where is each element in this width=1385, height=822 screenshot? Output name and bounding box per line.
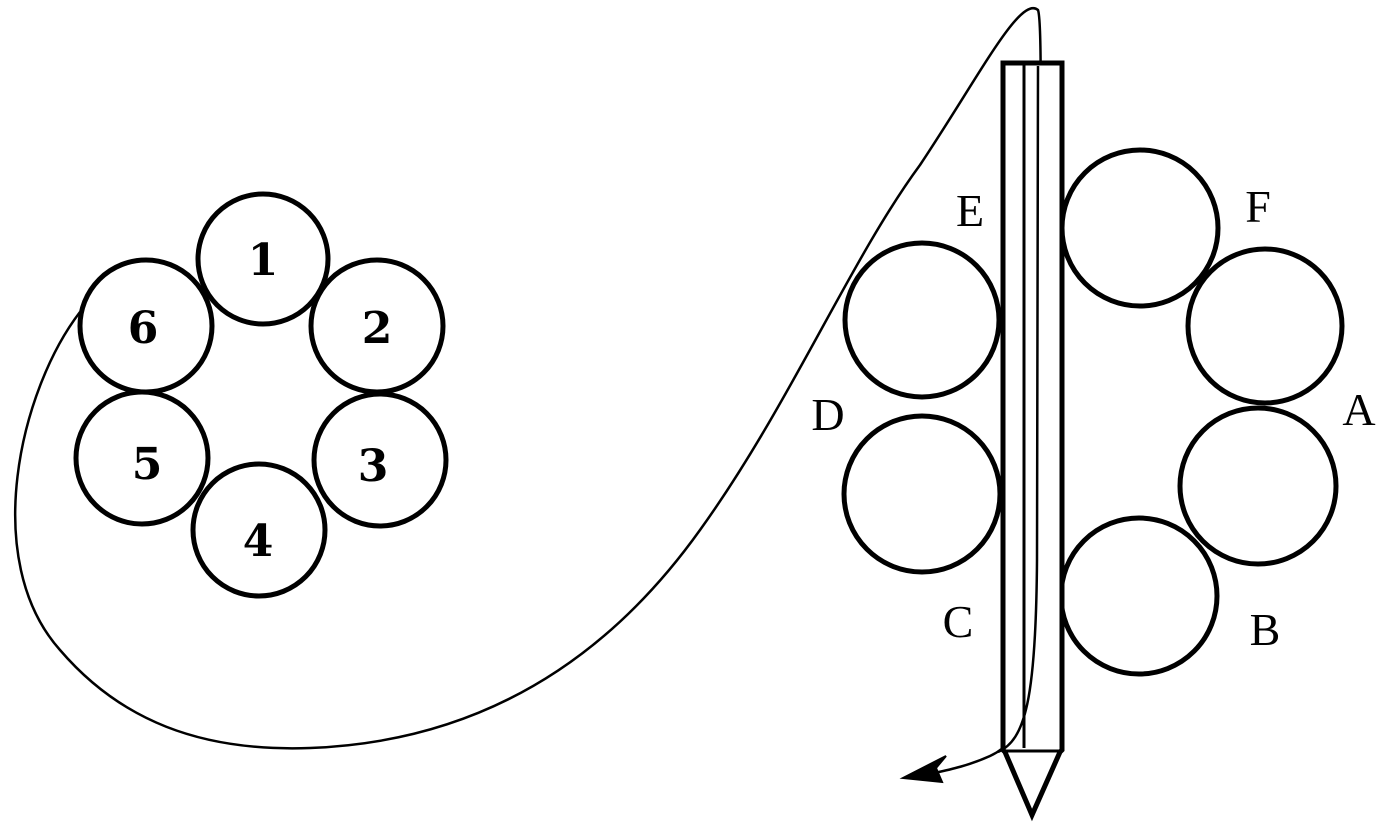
- circle-a: [1185, 246, 1345, 406]
- right-ring: [841, 147, 1345, 677]
- label-e: E: [956, 185, 984, 236]
- needle: [1000, 60, 1065, 822]
- thread-through-needle: [997, 65, 1040, 754]
- circle-b: [1177, 405, 1339, 567]
- label-f: F: [1245, 181, 1271, 232]
- circle-label-2: 2: [362, 303, 393, 354]
- circle-label-1: 1: [248, 235, 279, 286]
- circle-f: [1059, 147, 1221, 309]
- label-d: D: [811, 389, 844, 440]
- circle-label-4: 4: [243, 516, 274, 567]
- circle-3: [311, 391, 449, 529]
- label-a: A: [1342, 384, 1375, 435]
- circle-d: [841, 413, 1003, 575]
- thread-arrowhead: [899, 755, 947, 784]
- circle-label-5: 5: [132, 439, 163, 490]
- circle-1: [195, 191, 331, 327]
- right-ring-labels: E F A B C D: [811, 181, 1375, 655]
- circle-6: [77, 257, 215, 395]
- left-ring: 1 2 3 4 5 6: [73, 191, 449, 599]
- needle-shaft: [1000, 60, 1065, 822]
- label-c: C: [943, 596, 974, 647]
- label-b: B: [1250, 604, 1281, 655]
- circle-e: [842, 240, 1002, 400]
- circle-label-6: 6: [128, 303, 159, 354]
- circle-label-3: 3: [358, 441, 389, 492]
- circle-c: [1058, 515, 1220, 677]
- circle-4: [190, 461, 328, 599]
